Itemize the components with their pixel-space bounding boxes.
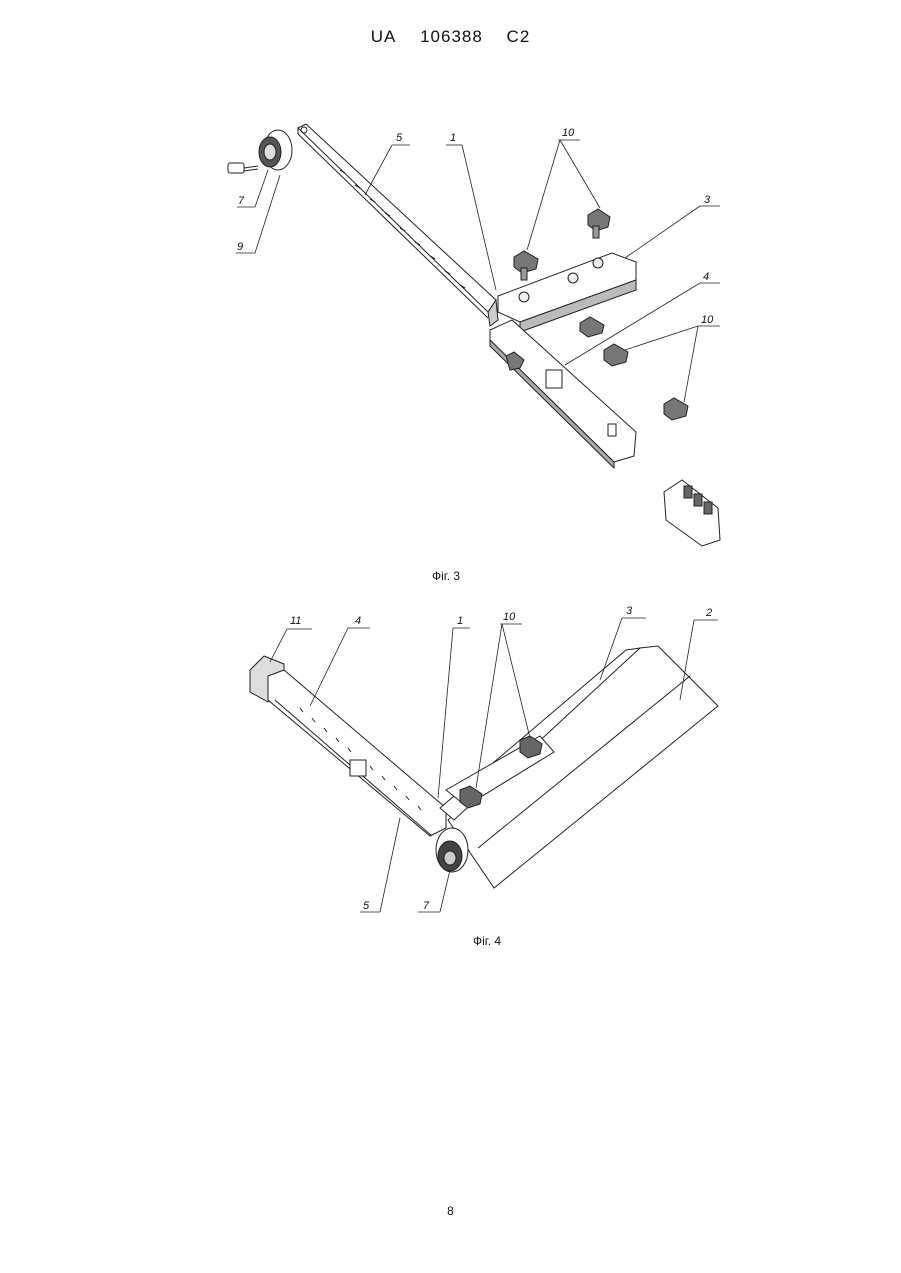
label-11: 11 [290,615,301,627]
screw-part-7 [228,163,258,173]
arm-part-4 [490,320,636,468]
label-7: 7 [423,900,430,912]
label-4: 4 [703,271,709,283]
end-piece [664,480,720,546]
figure-4-caption: Фіг. 4 [473,934,501,948]
label-10: 10 [503,611,516,623]
page-number: 8 [0,1204,901,1218]
roller-part-7 [436,828,468,872]
leader-lines-fig3 [236,140,720,402]
label-5: 5 [396,132,403,144]
label-3: 3 [704,194,711,206]
label-1: 1 [457,615,463,627]
label-10-right: 10 [701,314,714,326]
label-3: 3 [626,605,633,617]
label-4: 4 [355,615,361,627]
arm-part-4 [268,670,446,836]
label-10-top: 10 [562,127,575,139]
roller-part-9 [259,130,292,170]
label-2: 2 [705,607,712,619]
figure-3-drawing: 7 9 5 1 10 3 4 10 [0,0,901,600]
label-5: 5 [363,900,370,912]
figure-3-caption: Фіг. 3 [432,569,460,583]
ruler-part-5 [298,124,498,326]
label-7: 7 [238,195,245,207]
label-9: 9 [237,241,243,253]
label-1: 1 [450,132,456,144]
figure-4-drawing: 11 4 1 10 3 2 5 7 [0,600,901,930]
